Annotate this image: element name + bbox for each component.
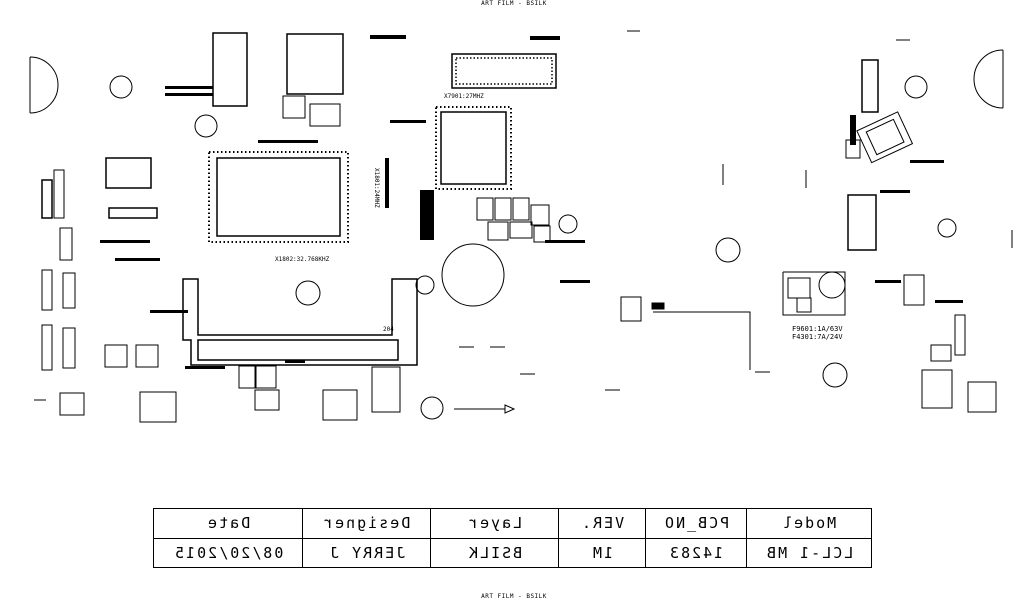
mounting-hole-left bbox=[29, 56, 59, 114]
title-value-layer: BSILK bbox=[430, 537, 559, 568]
title-header-pcb-no: PCB_NO bbox=[645, 508, 747, 539]
screw-hole bbox=[109, 75, 133, 99]
title-header-model: Model bbox=[746, 508, 872, 539]
header-text: ART FILM - BSILK bbox=[481, 0, 547, 7]
title-value-date: 08/20/2015 bbox=[153, 537, 303, 568]
footer-text: ART FILM - BSILK bbox=[481, 593, 547, 600]
screw-hole bbox=[937, 218, 957, 238]
chip-x7901 bbox=[451, 53, 557, 89]
crystal-label-x7901: X7901:27MHZ bbox=[444, 93, 484, 100]
dimm-slot bbox=[182, 278, 418, 366]
title-block-value-row: 08/20/2015 JERRY J BSILK 1M 14283 LCL-1 … bbox=[153, 537, 872, 568]
title-header-designer: Designer bbox=[302, 508, 431, 539]
right-board-edge bbox=[782, 271, 846, 316]
title-value-pcb-no: 14283 bbox=[645, 537, 747, 568]
screw-hole bbox=[904, 75, 928, 99]
title-value-model: LCL-1 MB bbox=[746, 537, 872, 568]
dimm-pin-label: 204 bbox=[383, 326, 394, 333]
crystal-label-x1802: X1802:32.768KHZ bbox=[275, 256, 330, 263]
title-value-designer: JERRY J bbox=[302, 537, 431, 568]
title-block: Date Designer Layer VER. PCB_NO Model 08… bbox=[153, 508, 872, 568]
screw-hole bbox=[715, 237, 741, 263]
coin-cell bbox=[441, 243, 505, 307]
title-header-ver: VER. bbox=[558, 508, 646, 539]
screw-hole bbox=[420, 396, 444, 420]
screw-hole bbox=[295, 280, 321, 306]
title-header-layer: Layer bbox=[430, 508, 559, 539]
screw-hole bbox=[822, 362, 848, 388]
screw-hole bbox=[558, 214, 578, 234]
screw-hole bbox=[194, 114, 218, 138]
connector-top-1 bbox=[212, 32, 248, 107]
title-block-header-row: Date Designer Layer VER. PCB_NO Model bbox=[153, 508, 872, 539]
title-value-ver: 1M bbox=[558, 537, 646, 568]
chipset-footprint bbox=[440, 111, 507, 185]
mounting-hole-right bbox=[973, 49, 1004, 109]
title-header-date: Date bbox=[153, 508, 303, 539]
screw-hole bbox=[818, 271, 846, 299]
crystal-label-x1801: X1801:24MHZ bbox=[373, 168, 380, 208]
cpu-footprint bbox=[216, 157, 341, 237]
connector-j1 bbox=[105, 157, 152, 189]
screw-hole bbox=[415, 275, 435, 295]
fuse-label-f9601: F9601:1A/63V bbox=[792, 325, 843, 333]
connector-j4 bbox=[41, 324, 53, 371]
fuse-label-f4301: F4301:7A/24V bbox=[792, 333, 843, 341]
connector-j2 bbox=[41, 179, 53, 219]
connector-top-2 bbox=[286, 33, 344, 95]
connector-j3 bbox=[41, 269, 53, 311]
